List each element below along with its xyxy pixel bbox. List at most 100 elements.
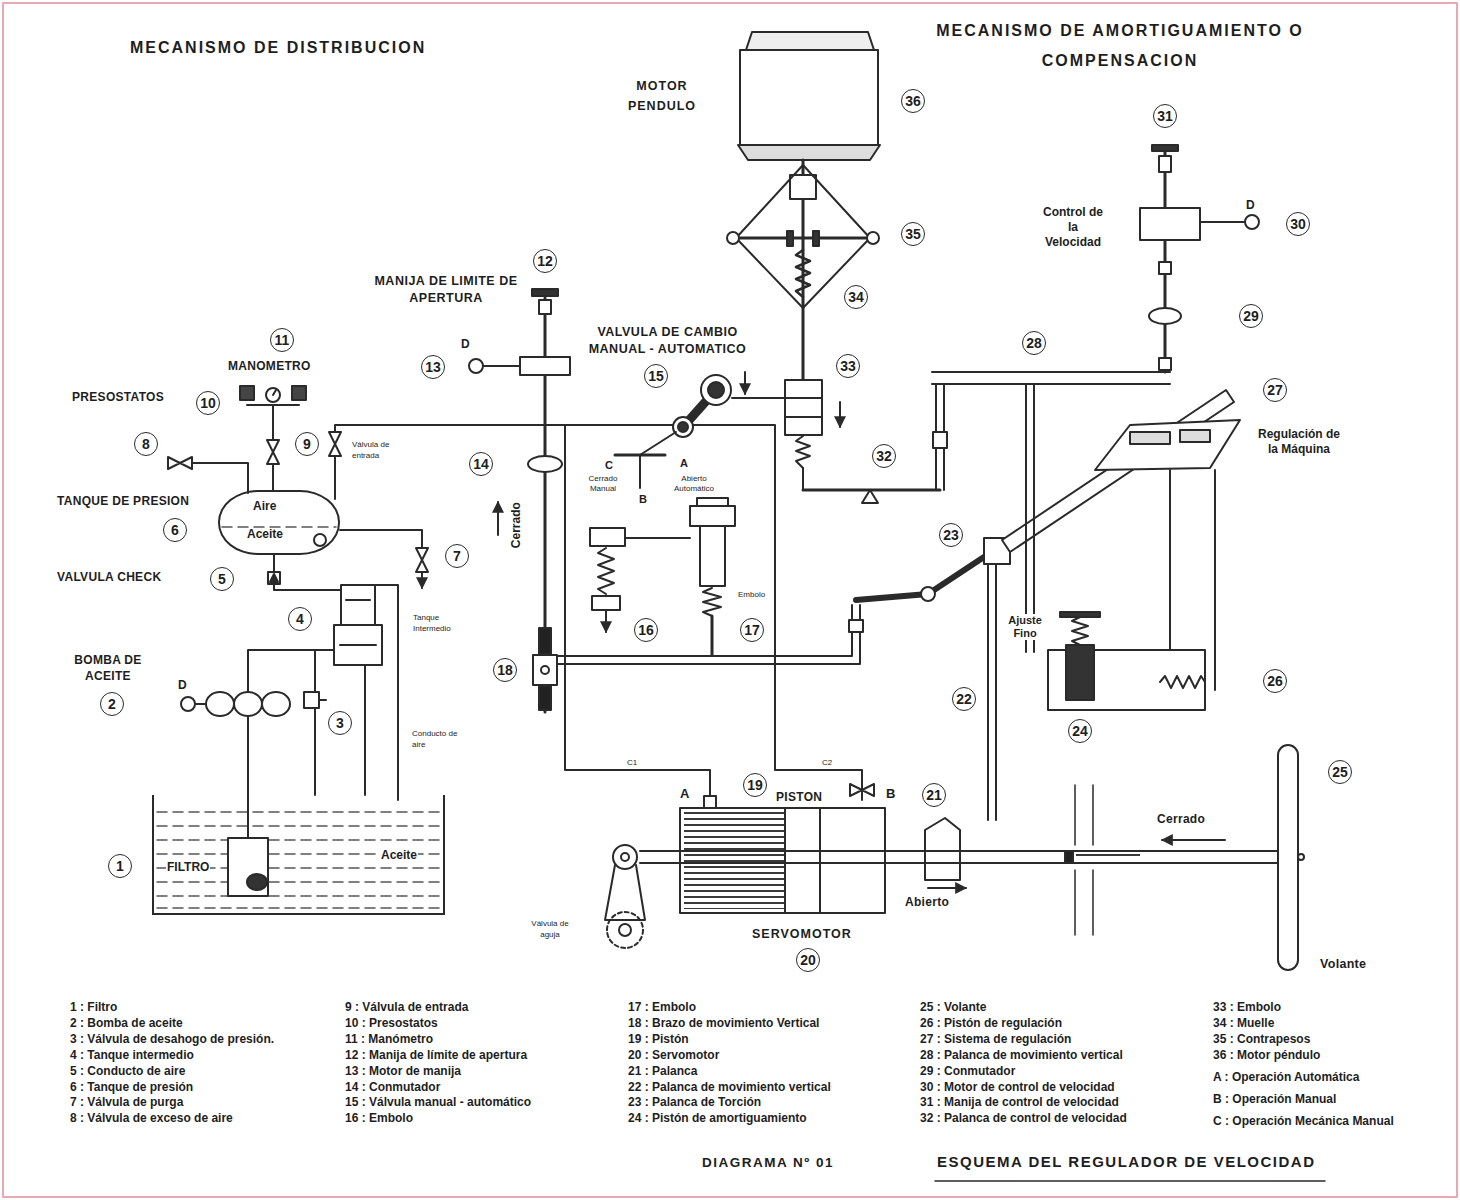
servomotor-part xyxy=(680,808,885,913)
valve-symbols-part xyxy=(267,440,279,464)
part-label: Control de la Velocidad xyxy=(1040,205,1106,250)
key-entry: 12 : Manija de límite de apertura xyxy=(345,1048,527,1062)
key-entry: 32 : Palanca de control de velocidad xyxy=(920,1111,1127,1125)
manual-auto-valve-part xyxy=(673,417,693,437)
manual-auto-valve-part xyxy=(640,432,676,455)
key-entry: 28 : Palanca de movimiento vertical xyxy=(920,1048,1123,1062)
callout-number: 27 xyxy=(1263,378,1287,402)
limit-handle-shaft-part xyxy=(497,502,499,535)
manual-auto-valve-part xyxy=(639,455,641,488)
limit-handle-shaft xyxy=(469,289,570,712)
callout-text: 30 xyxy=(1290,217,1306,231)
pendulum-motor-part xyxy=(727,232,739,244)
plunger-33 xyxy=(785,380,840,490)
callout-text: 5 xyxy=(218,572,226,586)
vertical-arm-linkage-part xyxy=(856,594,928,600)
manual-auto-valve xyxy=(615,372,745,488)
direction-arrows-part xyxy=(1162,839,1225,841)
callout-number: 14 xyxy=(469,452,493,476)
key-entry: 27 : Sistema de regulación xyxy=(920,1032,1071,1046)
callout-number: 3 xyxy=(328,711,352,735)
callout-number: 18 xyxy=(493,658,517,682)
limit-handle-shaft-part xyxy=(539,300,551,314)
manual-auto-valve-part xyxy=(708,382,724,398)
needle-valve-part xyxy=(619,924,631,936)
damping-piston-part xyxy=(1160,676,1205,688)
check-valve xyxy=(268,572,280,584)
part-label: PRESOSTATOS xyxy=(72,390,164,404)
key-entry: 1 : Filtro xyxy=(70,1000,117,1014)
plunger-33-part xyxy=(785,397,822,399)
oil-pump-part xyxy=(206,692,234,716)
callout-number: 34 xyxy=(844,285,868,309)
title-underline-part xyxy=(935,1180,1325,1182)
part-label: PISTON xyxy=(776,790,822,804)
key-entry: 22 : Palanca de movimiento vertical xyxy=(628,1080,831,1094)
tank-gauge xyxy=(314,534,326,546)
key-entry: 36 : Motor péndulo xyxy=(1213,1048,1320,1062)
limit-handle-shaft-part xyxy=(541,666,549,674)
needle-valve-part xyxy=(621,853,629,861)
oil-pipes-part xyxy=(625,537,690,539)
intermediate-tank xyxy=(334,585,382,665)
direction-label: Cerrado xyxy=(509,502,523,548)
limit-handle-shaft-part xyxy=(483,365,520,367)
callout-text: 36 xyxy=(905,94,921,108)
pressure-switches-part xyxy=(266,388,280,402)
key-entry: 13 : Motor de manija xyxy=(345,1064,461,1078)
key-entry: 29 : Conmutador xyxy=(920,1064,1015,1078)
damping-piston xyxy=(1048,612,1205,710)
callout-number: 31 xyxy=(1153,104,1177,128)
pendulum-motor-part xyxy=(738,237,868,240)
filter xyxy=(228,838,268,896)
part-label: SERVOMOTOR xyxy=(752,927,852,942)
position-letter: B xyxy=(639,493,647,506)
plunger-17-part xyxy=(703,588,721,616)
oil-surface xyxy=(157,527,441,908)
key-entry: 34 : Muelle xyxy=(1213,1016,1274,1030)
callout-number: 17 xyxy=(740,618,764,642)
oil-surface-part xyxy=(157,895,441,897)
node-text: Aire xyxy=(252,500,277,514)
speed-control-part xyxy=(1159,358,1171,370)
key-entry: 21 : Palanca xyxy=(628,1064,697,1078)
callout-number: 29 xyxy=(1239,304,1263,328)
plunger-17-part xyxy=(697,498,728,506)
speed-control-part xyxy=(1140,208,1200,240)
control-levers-part xyxy=(1026,384,1034,652)
node-text: Aceite xyxy=(246,528,284,542)
intermediate-tank-part xyxy=(346,599,370,601)
limit-handle-shaft-part xyxy=(532,289,558,296)
callout-number: 5 xyxy=(210,567,234,591)
motor-symbol-label: D xyxy=(1246,198,1255,212)
manual-auto-valve-part xyxy=(744,372,746,394)
callout-number: 12 xyxy=(533,249,557,273)
node-text: FILTRO xyxy=(166,861,210,875)
part-label: Ajuste Fino xyxy=(1000,614,1050,640)
speed-control-part xyxy=(1159,262,1171,274)
callout-number: 13 xyxy=(421,355,445,379)
part-label: Regulación de la Máquina xyxy=(1258,427,1340,457)
key-entry: 10 : Presostatos xyxy=(345,1016,438,1030)
callout-number: 36 xyxy=(901,89,925,113)
callout-text: 19 xyxy=(747,778,763,792)
handwheel-part xyxy=(1298,854,1304,860)
manual-auto-valve-part xyxy=(701,375,731,405)
callout-text: 21 xyxy=(926,788,942,802)
plunger-33-part xyxy=(839,402,841,427)
callout-text: 25 xyxy=(1332,765,1348,779)
vertical-arm-linkage-part xyxy=(988,564,996,820)
intermediate-tank-part xyxy=(340,644,376,646)
oil-surface-part xyxy=(157,881,441,883)
key-entry: 6 : Tanque de presión xyxy=(70,1080,193,1094)
key-entry: 19 : Pistón xyxy=(628,1032,689,1046)
pendulum-motor-part xyxy=(736,165,870,308)
key-entry: 5 : Conducto de aire xyxy=(70,1064,185,1078)
part-label: TANQUE DE PRESION xyxy=(57,494,189,508)
key-entry: 3 : Válvula de desahogo de presión. xyxy=(70,1032,274,1046)
callout-text: 15 xyxy=(648,369,664,383)
position-letter: A xyxy=(680,457,688,470)
direction-arrows xyxy=(928,840,1225,888)
key-entry: 2 : Bomba de aceite xyxy=(70,1016,183,1030)
